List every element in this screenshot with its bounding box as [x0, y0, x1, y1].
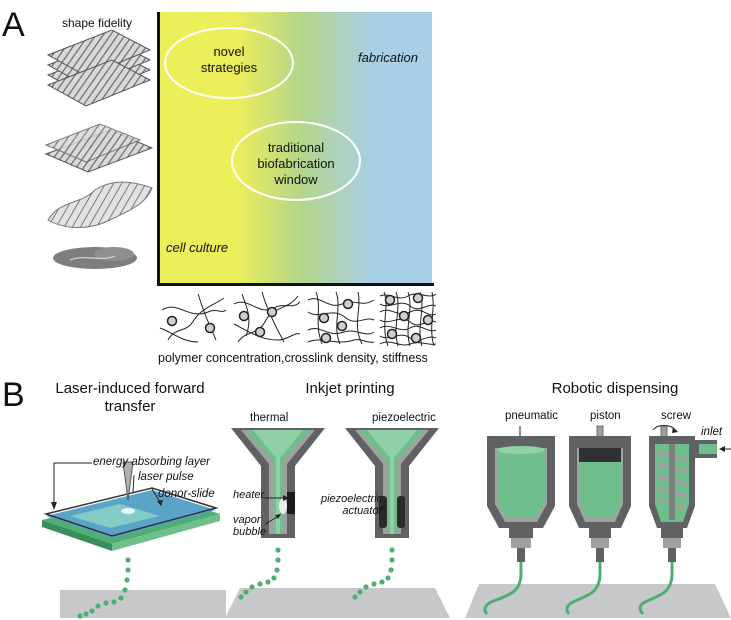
piezo-droplets	[352, 547, 395, 600]
robotic-substrate	[465, 584, 731, 618]
traditional-window-label: traditional biofabrication window	[257, 140, 335, 187]
piezoelectric-nozzle	[345, 428, 439, 538]
pneumatic-dispenser	[483, 426, 555, 616]
vapor-bubble-label: vapor bubble	[233, 514, 267, 538]
donor-slide-label: donor-slide	[158, 488, 215, 500]
laser-cone	[122, 461, 134, 501]
novel-strategies-ellipse	[164, 27, 294, 99]
x-axis-label: polymer concentration,crosslink density,…	[158, 351, 428, 365]
lift-illustration	[42, 461, 226, 619]
screw-dispenser	[638, 425, 731, 616]
scaffold-medium-fidelity	[44, 123, 154, 173]
thermal-label: thermal	[250, 412, 289, 424]
biofabrication-window-plot	[160, 12, 432, 283]
scaffold-low-fidelity	[47, 181, 153, 228]
vapor-bubble	[279, 498, 287, 514]
inkjet-title: Inkjet printing	[305, 380, 395, 397]
lift-droplets	[77, 557, 131, 619]
piston-label: piston	[590, 410, 621, 422]
robotic-title: Robotic dispensing	[551, 380, 679, 397]
network-dense	[307, 291, 375, 345]
fabrication-label: fabrication	[358, 50, 418, 65]
pneumatic-label: pneumatic	[505, 410, 559, 422]
scaffold-high-fidelity	[46, 30, 152, 107]
x-axis-line	[157, 283, 434, 286]
traditional-window-ellipse	[231, 121, 361, 201]
y-axis-line	[157, 12, 160, 286]
panel-a-letter: A	[2, 6, 25, 44]
lift-title: Laser-induced forward transfer	[55, 380, 205, 415]
novel-strategies-label: novel strategies	[200, 44, 258, 75]
lift-substrate	[60, 590, 226, 618]
laser-spot	[121, 508, 135, 514]
robotic-illustration	[465, 425, 731, 618]
scaffold-no-fidelity	[53, 247, 137, 269]
piezo-actuator-left	[379, 496, 387, 528]
shape-fidelity-label: shape fidelity	[62, 16, 133, 30]
inlet-label: inlet	[701, 426, 723, 438]
network-very-dense	[379, 291, 436, 347]
energy-layer-label: energy absorbing layer	[93, 456, 210, 468]
thermal-nozzle	[231, 428, 325, 538]
window-ellipses	[164, 27, 361, 201]
piezo-actuator-right	[397, 496, 405, 528]
polymer-network-strip	[159, 291, 436, 347]
panel-b-letter: B	[2, 376, 25, 414]
network-sparse	[159, 293, 227, 343]
screw-label: screw	[661, 410, 692, 422]
cell-culture-label: cell culture	[166, 240, 229, 255]
shape-fidelity-scaffolds	[44, 30, 154, 269]
heater-label: heater	[233, 489, 265, 501]
piezo-actuator-label: piezoelectric actuator	[321, 493, 383, 517]
network-moderate	[233, 291, 301, 343]
piston-dispenser	[565, 425, 631, 616]
inkjet-substrate	[225, 588, 450, 618]
inkjet-illustration	[225, 428, 450, 618]
thermal-droplets	[238, 547, 281, 600]
piezoelectric-label: piezoelectric	[372, 412, 436, 424]
heater-element	[287, 492, 295, 514]
laser-pulse-label: laser pulse	[138, 471, 194, 483]
